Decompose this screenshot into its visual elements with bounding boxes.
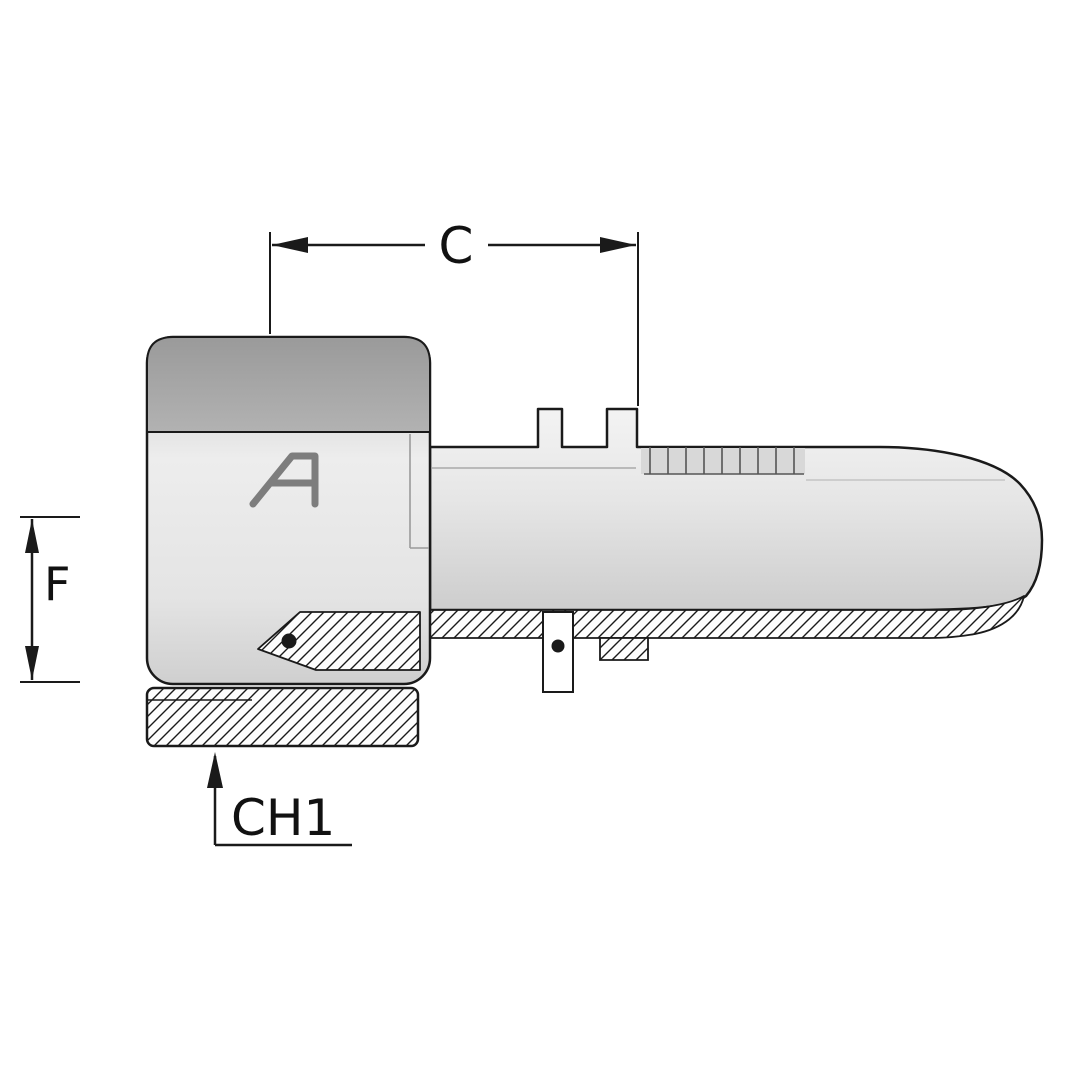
o-ring-dot-nut xyxy=(281,633,297,649)
arrowhead-ch1-up xyxy=(207,752,223,788)
arrowhead-left xyxy=(272,237,308,253)
nut-section-wedge-hatch xyxy=(257,611,421,671)
shoulder-notch-hatch xyxy=(599,637,649,661)
hose-tail-body xyxy=(423,407,1044,693)
o-ring-dot-shaft xyxy=(551,639,565,653)
arrowhead-up xyxy=(25,519,39,553)
dim-c-label: C xyxy=(439,217,474,275)
barb-serrations xyxy=(641,447,805,475)
swivel-nut xyxy=(145,335,432,748)
serration-band xyxy=(641,448,805,474)
arrowhead-down xyxy=(25,646,39,680)
nut-hex-top-facet xyxy=(146,336,431,433)
dimension-ch1: CH1 xyxy=(207,752,352,847)
dim-ch1-label: CH1 xyxy=(231,789,335,847)
dim-f-label: F xyxy=(44,557,70,611)
dimension-f: F xyxy=(20,516,80,683)
arrowhead-right xyxy=(600,237,636,253)
dimension-c: C xyxy=(269,217,639,406)
manufacturer-logo-icon xyxy=(249,452,319,508)
nut-collar-hatch xyxy=(145,686,420,748)
